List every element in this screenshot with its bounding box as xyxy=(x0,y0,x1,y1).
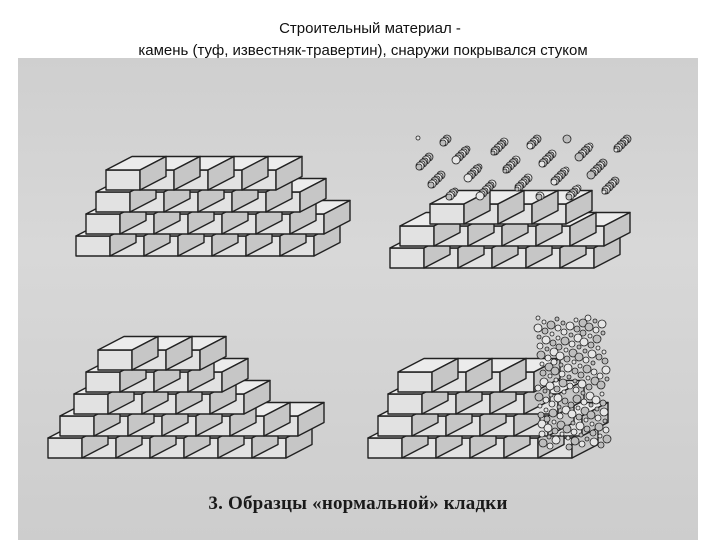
scanned-figure: 3. Образцы «нормальной» кладки xyxy=(18,58,698,540)
title-line-1: Строительный материал - xyxy=(279,20,461,37)
masonry-illustration xyxy=(47,134,632,459)
masonry-bottom-left xyxy=(47,335,325,459)
slide-title: Строительный материал - камень (туф, изв… xyxy=(0,18,720,62)
masonry-top-left xyxy=(75,155,351,257)
figure-caption: 3. Образцы «нормальной» кладки xyxy=(208,493,508,514)
masonry-bottom-right xyxy=(367,314,612,459)
masonry-top-right xyxy=(389,134,632,269)
title-line-2: камень (туф, известняк-травертин), снару… xyxy=(138,42,588,59)
